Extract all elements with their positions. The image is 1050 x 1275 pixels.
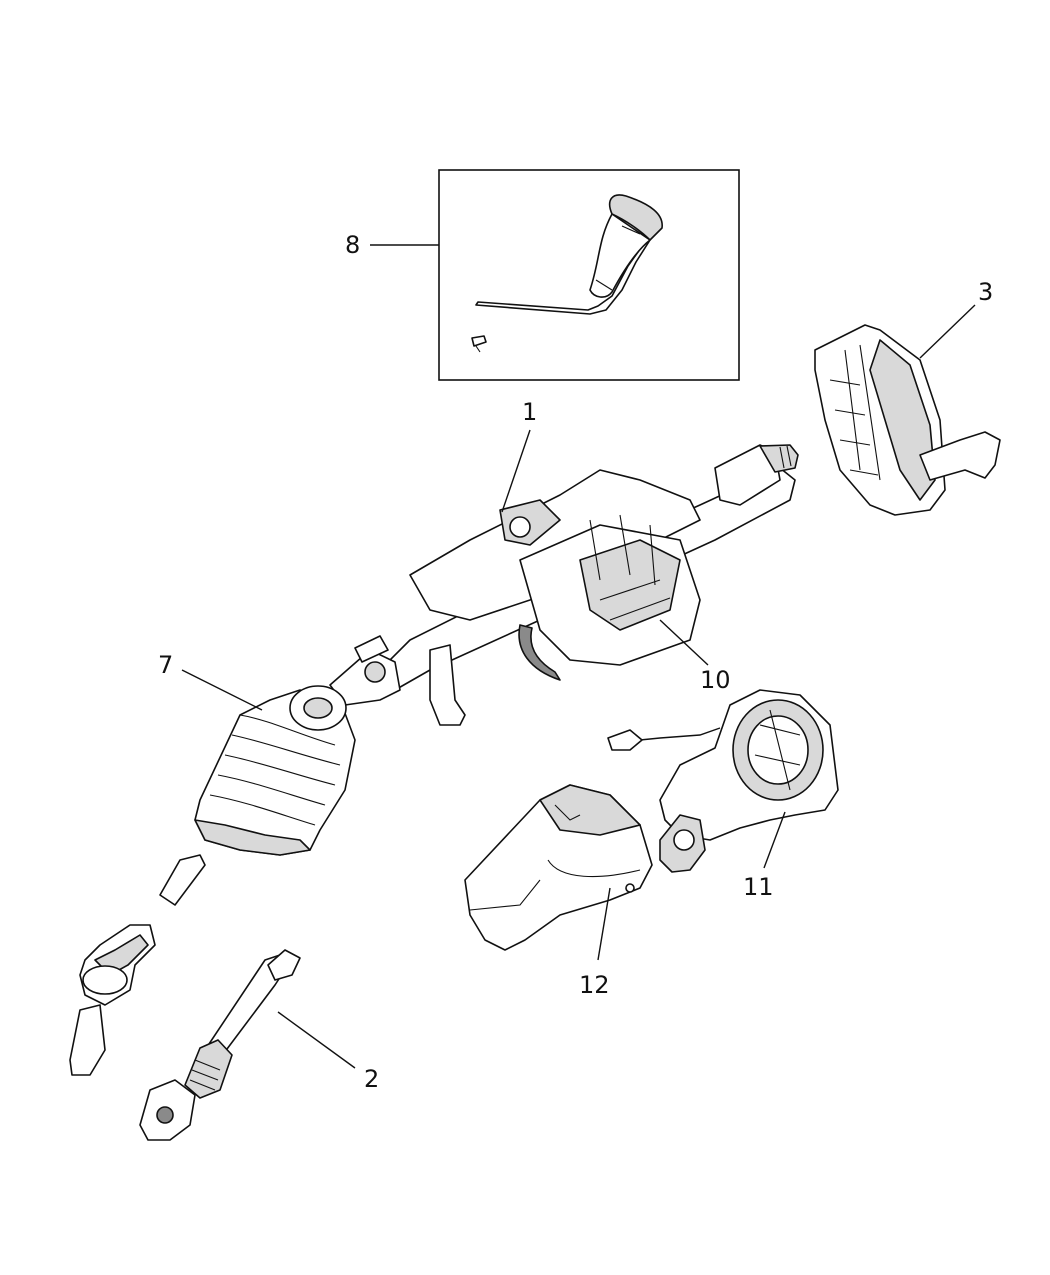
part-12-column-shroud: 12 — [464, 784, 653, 999]
leader-line-1 — [501, 429, 531, 513]
part-2-intermediate-shaft: 2 — [139, 949, 379, 1141]
part-3-multifunction-switch: 3 — [814, 278, 1001, 516]
leader-line-11 — [763, 811, 786, 869]
leader-line-12 — [597, 887, 611, 961]
part-7-steering-boot: 7 — [158, 651, 356, 906]
callout-10: 10 — [700, 666, 731, 694]
callout-3: 3 — [978, 278, 993, 306]
part-11-clockspring: 11 — [607, 689, 839, 901]
callout-11: 11 — [743, 873, 774, 901]
callout-12: 12 — [579, 971, 610, 999]
leader-line-10 — [659, 619, 709, 666]
callout-8: 8 — [345, 231, 360, 259]
part-1-steering-column: 1 — [329, 398, 799, 726]
part-8-wiper-lever — [475, 194, 663, 315]
part-10-callout: 10 — [659, 619, 731, 694]
universal-joint-lower — [69, 924, 156, 1076]
leader-line-3 — [919, 304, 976, 359]
leader-line-2 — [277, 1011, 356, 1069]
part-8-screw — [471, 335, 487, 353]
callout-7: 7 — [158, 651, 173, 679]
part-8-inset-box: 8 — [345, 169, 740, 381]
callout-2: 2 — [364, 1065, 379, 1093]
callout-1: 1 — [522, 398, 537, 426]
leader-line-7 — [181, 669, 263, 711]
